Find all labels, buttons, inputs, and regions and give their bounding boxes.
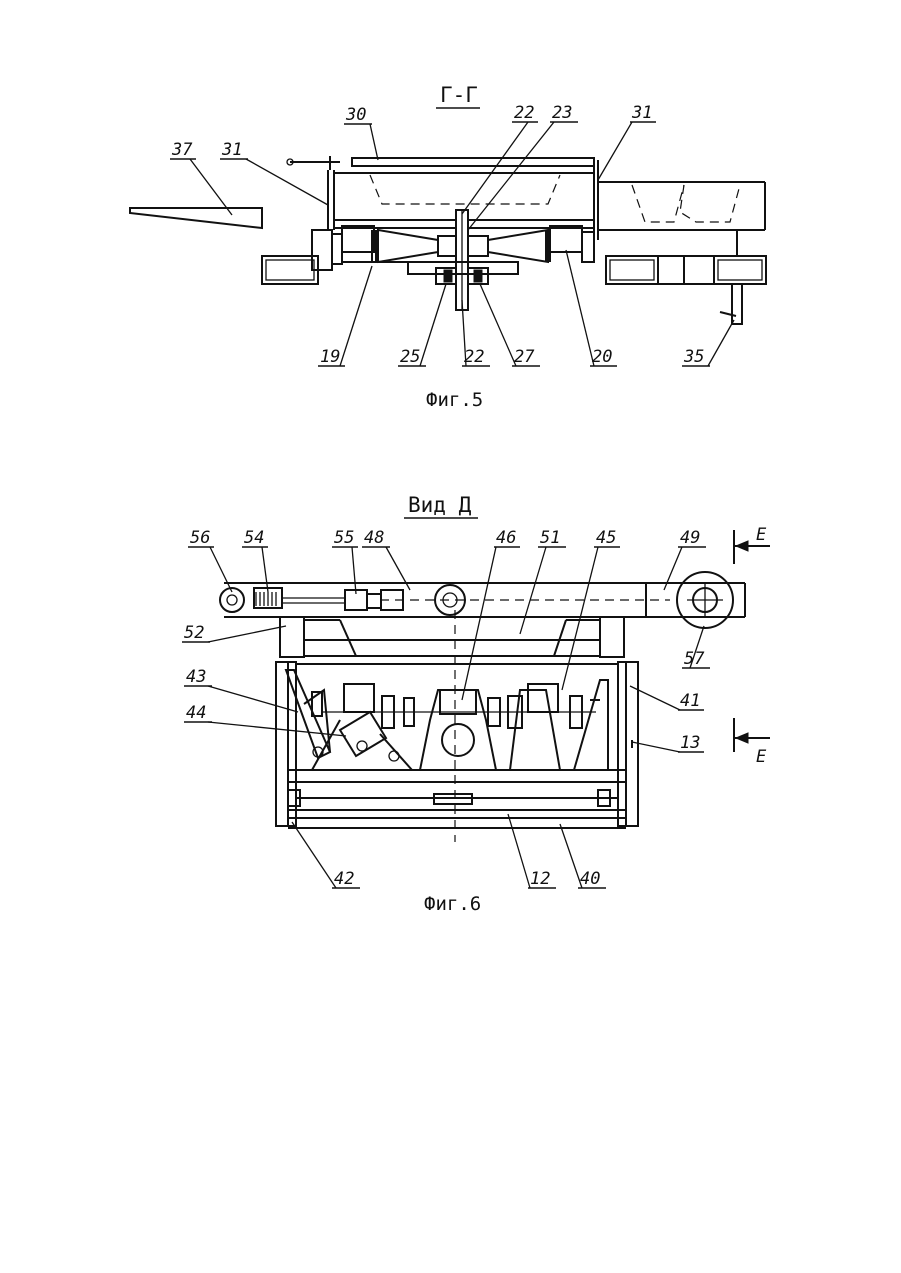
handle-35 (720, 230, 742, 324)
label-13: 13 (680, 733, 700, 753)
label-41: 41 (680, 691, 700, 711)
label-45: 45 (596, 528, 616, 548)
label-52: 52 (184, 623, 204, 643)
inclined-part-37 (130, 208, 262, 228)
section-mark-top: Е (734, 525, 770, 564)
left-beam (262, 230, 412, 284)
label-40: 40 (580, 869, 600, 889)
label-48: 48 (364, 528, 384, 548)
fig6-view-title: Вид Д (408, 493, 472, 517)
label-57: 57 (684, 649, 705, 669)
label-22-top: 22 (514, 103, 534, 123)
roller-assembly (342, 210, 594, 310)
main-frame (276, 610, 638, 842)
label-22-bottom: 22 (464, 347, 484, 367)
section-mark-bottom: Е (734, 718, 770, 767)
label-35: 35 (683, 347, 704, 367)
label-31-left: 31 (221, 140, 242, 160)
fig6-caption: Фиг.6 (424, 893, 481, 915)
label-42: 42 (334, 869, 354, 889)
figure-6: Вид Д Е Е (182, 493, 770, 915)
label-54: 54 (244, 528, 264, 548)
label-31-right: 31 (631, 103, 652, 123)
label-55: 55 (334, 528, 354, 548)
section-mark-top-label: Е (756, 525, 767, 545)
label-19: 19 (320, 347, 340, 367)
label-27: 27 (514, 347, 535, 367)
label-51: 51 (540, 528, 560, 548)
top-rail-30 (287, 156, 594, 170)
figure-5: Г-Г (130, 83, 766, 411)
label-30: 30 (345, 105, 366, 125)
label-44: 44 (186, 703, 206, 723)
fig5-caption: Фиг.5 (426, 389, 483, 411)
label-25: 25 (400, 347, 420, 367)
label-43: 43 (186, 667, 206, 687)
label-12: 12 (530, 869, 550, 889)
right-beams (606, 256, 766, 284)
label-20: 20 (592, 347, 612, 367)
label-56: 56 (190, 528, 210, 548)
section-mark-bottom-label: Е (756, 747, 767, 767)
label-49: 49 (680, 528, 700, 548)
top-beam-48-49 (220, 572, 745, 628)
fig5-section-title: Г-Г (440, 83, 478, 107)
label-46: 46 (496, 528, 516, 548)
trough-body (328, 160, 765, 240)
label-23: 23 (552, 103, 572, 123)
label-37: 37 (171, 140, 193, 160)
